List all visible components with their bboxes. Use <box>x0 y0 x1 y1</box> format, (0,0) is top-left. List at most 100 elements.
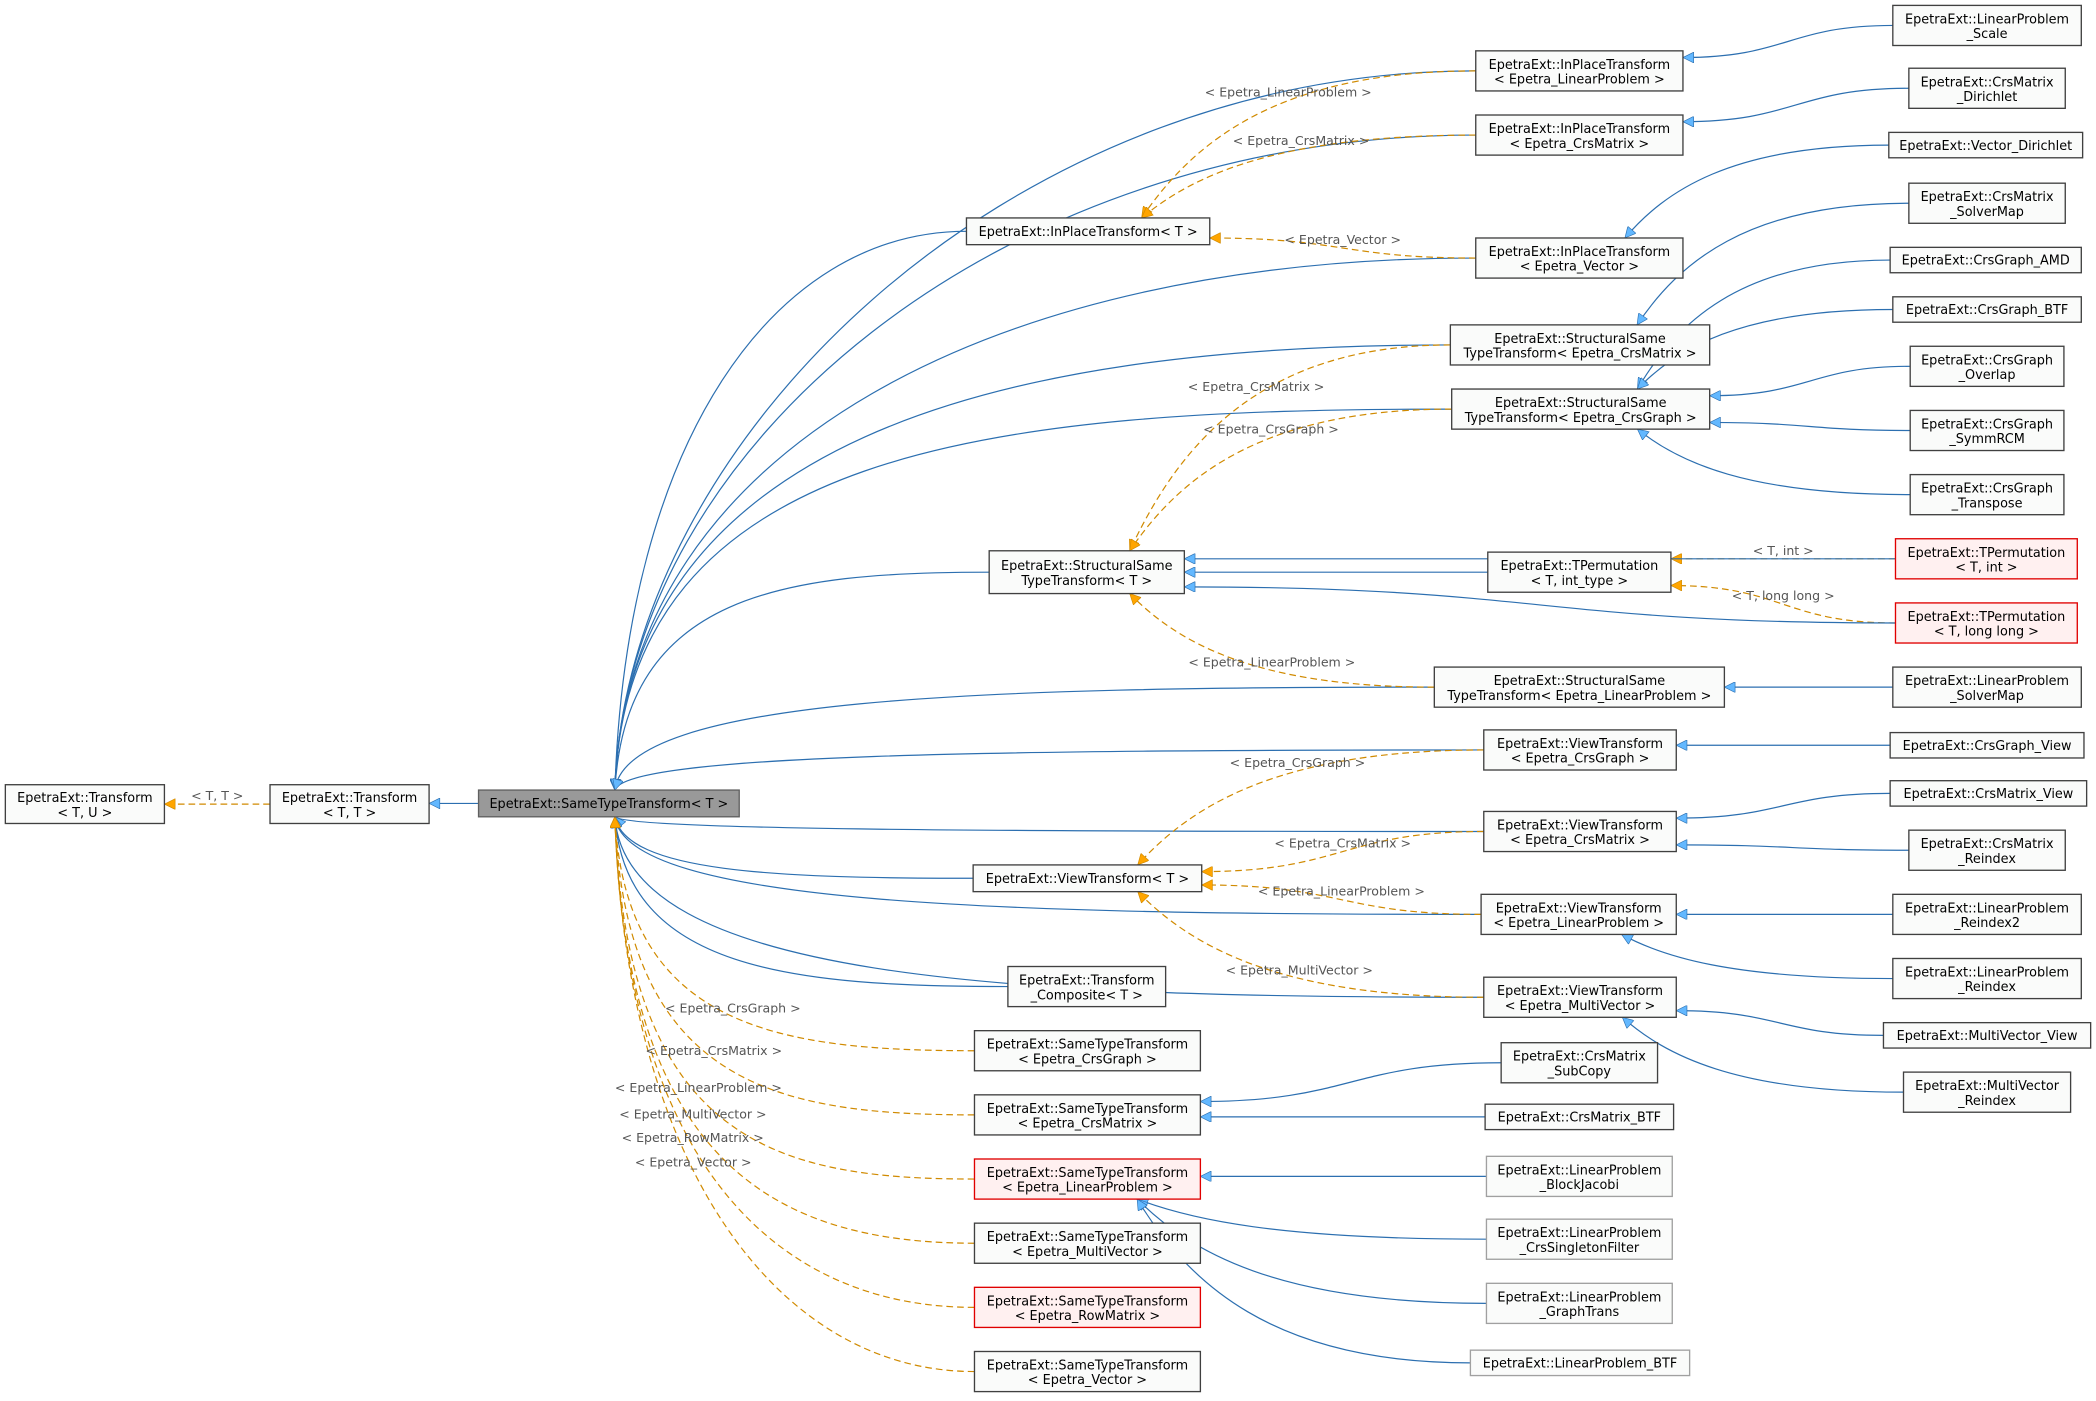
edge-label: < Epetra_CrsGraph > <box>665 1001 801 1016</box>
inheritance-edge-ipt-lp-to-stt <box>615 70 1476 790</box>
class-node-mv-view[interactable]: EpetraExt::MultiVector_View <box>1882 1021 2092 1049</box>
edge-label: < Epetra_CrsMatrix > <box>1274 836 1411 851</box>
node-label: < Epetra_LinearProblem > <box>1493 916 1664 931</box>
edge-label: < Epetra_LinearProblem > <box>615 1080 782 1095</box>
class-node-vt-t[interactable]: EpetraExt::ViewTransform< T > <box>972 864 1203 893</box>
node-label: _Scale <box>1966 27 2008 42</box>
class-node-lp-crs-singleton[interactable]: EpetraExt::LinearProblem_CrsSingletonFil… <box>1485 1218 1673 1260</box>
class-node-lp-solver-map[interactable]: EpetraExt::LinearProblem_SolverMap <box>1892 666 2082 708</box>
class-node-mv-reindex[interactable]: EpetraExt::MultiVector_Reindex <box>1902 1071 2072 1113</box>
class-node-vt-mv[interactable]: EpetraExt::ViewTransform< Epetra_MultiVe… <box>1483 976 1677 1018</box>
class-node-cm-btf[interactable]: EpetraExt::CrsMatrix_BTF <box>1484 1103 1675 1131</box>
inheritance-edge-cm-view-to-vt-cm <box>1676 792 1891 818</box>
class-node-cm-sub-copy[interactable]: EpetraExt::CrsMatrix_SubCopy <box>1500 1042 1659 1084</box>
node-box <box>1475 50 1684 92</box>
inheritance-edge-cm-sub-copy-to-stt-cm <box>1200 1062 1502 1102</box>
class-node-stt-lp[interactable]: EpetraExt::SameTypeTransform< Epetra_Lin… <box>973 1158 1202 1200</box>
class-node-sst-t[interactable]: EpetraExt::StructuralSameTypeTransform< … <box>988 550 1186 595</box>
class-node-lp-graph-trans[interactable]: EpetraExt::LinearProblem_GraphTrans <box>1485 1282 1673 1325</box>
class-node-ipt-v[interactable]: EpetraExt::InPlaceTransform< Epetra_Vect… <box>1475 237 1684 279</box>
class-node-cg-symm-rcm[interactable]: EpetraExt::CrsGraph_SymmRCM <box>1909 409 2065 452</box>
class-node-lp-scale[interactable]: EpetraExt::LinearProblem_Scale <box>1892 4 2082 47</box>
class-node-tp-int[interactable]: EpetraExt::TPermutation< T, int > <box>1894 538 2078 580</box>
node-label: EpetraExt::Vector_Dirichlet <box>1899 139 2072 154</box>
inheritance-edge-cg-transpose-to-sst-cg <box>1637 428 1911 496</box>
node-box <box>1449 324 1711 366</box>
node-label: < T, T > <box>323 806 376 821</box>
node-label: _SolverMap <box>1949 205 2024 220</box>
class-node-vt-lp[interactable]: EpetraExt::ViewTransform< Epetra_LinearP… <box>1480 893 1677 936</box>
template-edge-ipt-cm-to-ipt-t <box>1142 134 1476 219</box>
class-node-vt-cg[interactable]: EpetraExt::ViewTransform< Epetra_CrsGrap… <box>1483 729 1677 771</box>
node-box <box>1500 1042 1659 1084</box>
class-node-cm-reindex[interactable]: EpetraExt::CrsMatrix_Reindex <box>1908 829 2066 871</box>
class-node-stt-v[interactable]: EpetraExt::SameTypeTransform< Epetra_Vec… <box>973 1350 1202 1393</box>
edge-label: < Epetra_Vector > <box>635 1154 752 1169</box>
inheritance-edge-sst-t-to-stt <box>615 571 990 790</box>
node-box <box>1483 976 1677 1018</box>
class-node-cm-dirichlet[interactable]: EpetraExt::CrsMatrix_Dirichlet <box>1908 67 2066 109</box>
class-node-stt-mv[interactable]: EpetraExt::SameTypeTransform< Epetra_Mul… <box>973 1222 1202 1264</box>
class-node-t-tu[interactable]: EpetraExt::Transform< T, U > <box>4 784 166 825</box>
node-label: _SubCopy <box>1547 1064 1612 1079</box>
class-node-lp-reindex2[interactable]: EpetraExt::LinearProblem_Reindex2 <box>1892 893 2082 936</box>
node-label: _Transpose <box>1951 496 2023 511</box>
template-edge-sst-cg-to-sst-t <box>1129 408 1452 551</box>
class-node-tc[interactable]: EpetraExt::Transform_Composite< T > <box>1007 965 1167 1008</box>
node-box <box>973 1158 1202 1200</box>
node-box <box>1892 666 2082 708</box>
node-label: EpetraExt::ViewTransform< T > <box>986 872 1189 887</box>
node-label: EpetraExt::LinearProblem_BTF <box>1483 1357 1677 1372</box>
inheritance-edge-lp-scale-to-ipt-lp <box>1683 24 1893 57</box>
class-node-lp-block-jacobi[interactable]: EpetraExt::LinearProblem_BlockJacobi <box>1485 1155 1673 1198</box>
inheritance-edge-cm-reindex-to-vt-cm <box>1676 845 1909 851</box>
class-node-sst-cm[interactable]: EpetraExt::StructuralSameTypeTransform< … <box>1449 324 1711 366</box>
class-node-ipt-t[interactable]: EpetraExt::InPlaceTransform< T > <box>965 217 1211 246</box>
class-node-sst-lp[interactable]: EpetraExt::StructuralSameTypeTransform< … <box>1433 666 1726 708</box>
node-box <box>1469 1349 1691 1377</box>
edge-label: < Epetra_MultiVector > <box>1226 962 1373 977</box>
class-node-cg-transpose[interactable]: EpetraExt::CrsGraph_Transpose <box>1909 473 2065 516</box>
class-node-lp-btf[interactable]: EpetraExt::LinearProblem_BTF <box>1469 1349 1691 1377</box>
class-node-tp-ll[interactable]: EpetraExt::TPermutation< T, long long > <box>1894 602 2078 644</box>
inheritance-edge-vt-lp-to-stt <box>615 817 1482 915</box>
class-node-ipt-lp[interactable]: EpetraExt::InPlaceTransform< Epetra_Line… <box>1475 50 1684 92</box>
class-node-stt-cm[interactable]: EpetraExt::SameTypeTransform< Epetra_Crs… <box>973 1094 1202 1136</box>
class-node-stt-rm[interactable]: EpetraExt::SameTypeTransform< Epetra_Row… <box>973 1286 1202 1329</box>
node-label: < Epetra_Vector > <box>1520 260 1639 275</box>
edge-label: < Epetra_CrsGraph > <box>1203 422 1339 437</box>
node-label: EpetraExt::LinearProblem <box>1497 1290 1661 1305</box>
node-label: EpetraExt::MultiVector_View <box>1897 1029 2078 1044</box>
class-node-stt-cg[interactable]: EpetraExt::SameTypeTransform< Epetra_Crs… <box>973 1030 1202 1072</box>
class-node-vt-cm[interactable]: EpetraExt::ViewTransform< Epetra_CrsMatr… <box>1483 810 1677 853</box>
class-node-tp-it[interactable]: EpetraExt::TPermutation< T, int_type > <box>1487 551 1672 593</box>
node-label: TypeTransform< Epetra_CrsMatrix > <box>1463 347 1697 362</box>
class-node-cg-btf[interactable]: EpetraExt::CrsGraph_BTF <box>1892 296 2082 323</box>
node-label: EpetraExt::CrsGraph <box>1921 353 2053 368</box>
node-label: EpetraExt::LinearProblem <box>1905 901 2069 916</box>
inheritance-edge-lp-crs-singleton-to-stt-lp <box>1137 1199 1487 1240</box>
class-node-t-tt[interactable]: EpetraExt::Transform< T, T > <box>269 784 430 825</box>
class-node-sst-cg[interactable]: EpetraExt::StructuralSameTypeTransform< … <box>1451 388 1711 430</box>
node-label: EpetraExt::InPlaceTransform <box>1489 58 1671 73</box>
class-node-cg-overlap[interactable]: EpetraExt::CrsGraph_Overlap <box>1909 345 2065 388</box>
class-node-cm-view[interactable]: EpetraExt::CrsMatrix_View <box>1889 780 2088 807</box>
node-label: EpetraExt::MultiVector <box>1915 1079 2060 1094</box>
class-node-lp-reindex[interactable]: EpetraExt::LinearProblem_Reindex <box>1892 957 2082 1000</box>
node-box <box>1483 729 1677 771</box>
inheritance-edge-lp-graph-trans-to-stt-lp <box>1137 1199 1487 1304</box>
node-box <box>1480 893 1677 936</box>
node-box <box>972 864 1203 893</box>
node-box <box>1485 1218 1673 1260</box>
node-box <box>1485 1155 1673 1198</box>
class-node-cg-amd[interactable]: EpetraExt::CrsGraph_AMD <box>1889 246 2082 274</box>
class-node-v-dirichlet[interactable]: EpetraExt::Vector_Dirichlet <box>1888 131 2084 159</box>
template-edge-sst-lp-to-sst-t <box>1130 594 1435 688</box>
node-label: _Composite< T > <box>1030 988 1143 1003</box>
class-node-ipt-cm[interactable]: EpetraExt::InPlaceTransform< Epetra_CrsM… <box>1475 114 1684 156</box>
class-node-cm-solver-map[interactable]: EpetraExt::CrsMatrix_SolverMap <box>1908 182 2066 224</box>
edge-label: < Epetra_CrsGraph > <box>1230 755 1366 770</box>
template-edge-stt-cg-to-stt <box>615 817 975 1052</box>
node-label: < Epetra_CrsGraph > <box>1511 752 1650 767</box>
class-node-cg-view[interactable]: EpetraExt::CrsGraph_View <box>1889 731 2085 759</box>
